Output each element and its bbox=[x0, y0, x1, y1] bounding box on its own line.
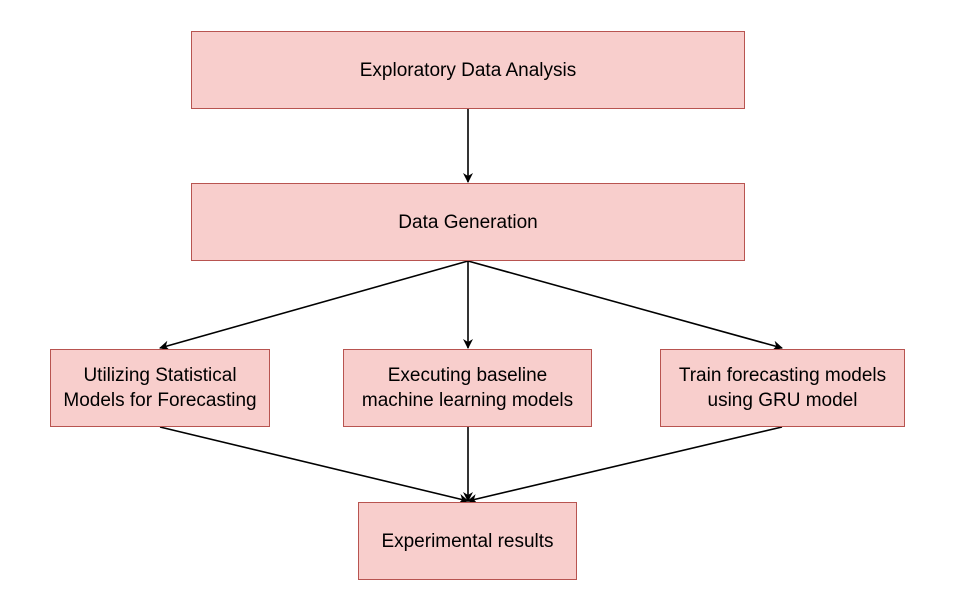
node-data-generation: Data Generation bbox=[191, 183, 745, 261]
node-statistical-models: Utilizing Statistical Models for Forecas… bbox=[50, 349, 270, 427]
node-gru-model: Train forecasting models using GRU model bbox=[660, 349, 905, 427]
node-exploratory-data-analysis: Exploratory Data Analysis bbox=[191, 31, 745, 109]
arrow-statistical-to-results bbox=[159, 426, 469, 504]
node-label: Train forecasting models using GRU model bbox=[678, 365, 887, 411]
node-label: Executing baseline machine learning mode… bbox=[361, 365, 574, 411]
node-label: Utilizing Statistical Models for Forecas… bbox=[63, 365, 257, 411]
arrow-generation-to-gru bbox=[467, 260, 783, 351]
node-baseline-ml-models: Executing baseline machine learning mode… bbox=[343, 349, 592, 427]
node-label: Exploratory Data Analysis bbox=[359, 59, 577, 81]
arrow-generation-to-statistical bbox=[159, 260, 469, 351]
node-label: Experimental results bbox=[381, 530, 554, 552]
node-experimental-results: Experimental results bbox=[358, 502, 577, 580]
arrow-gru-to-results bbox=[467, 426, 783, 504]
node-label: Data Generation bbox=[398, 211, 538, 233]
